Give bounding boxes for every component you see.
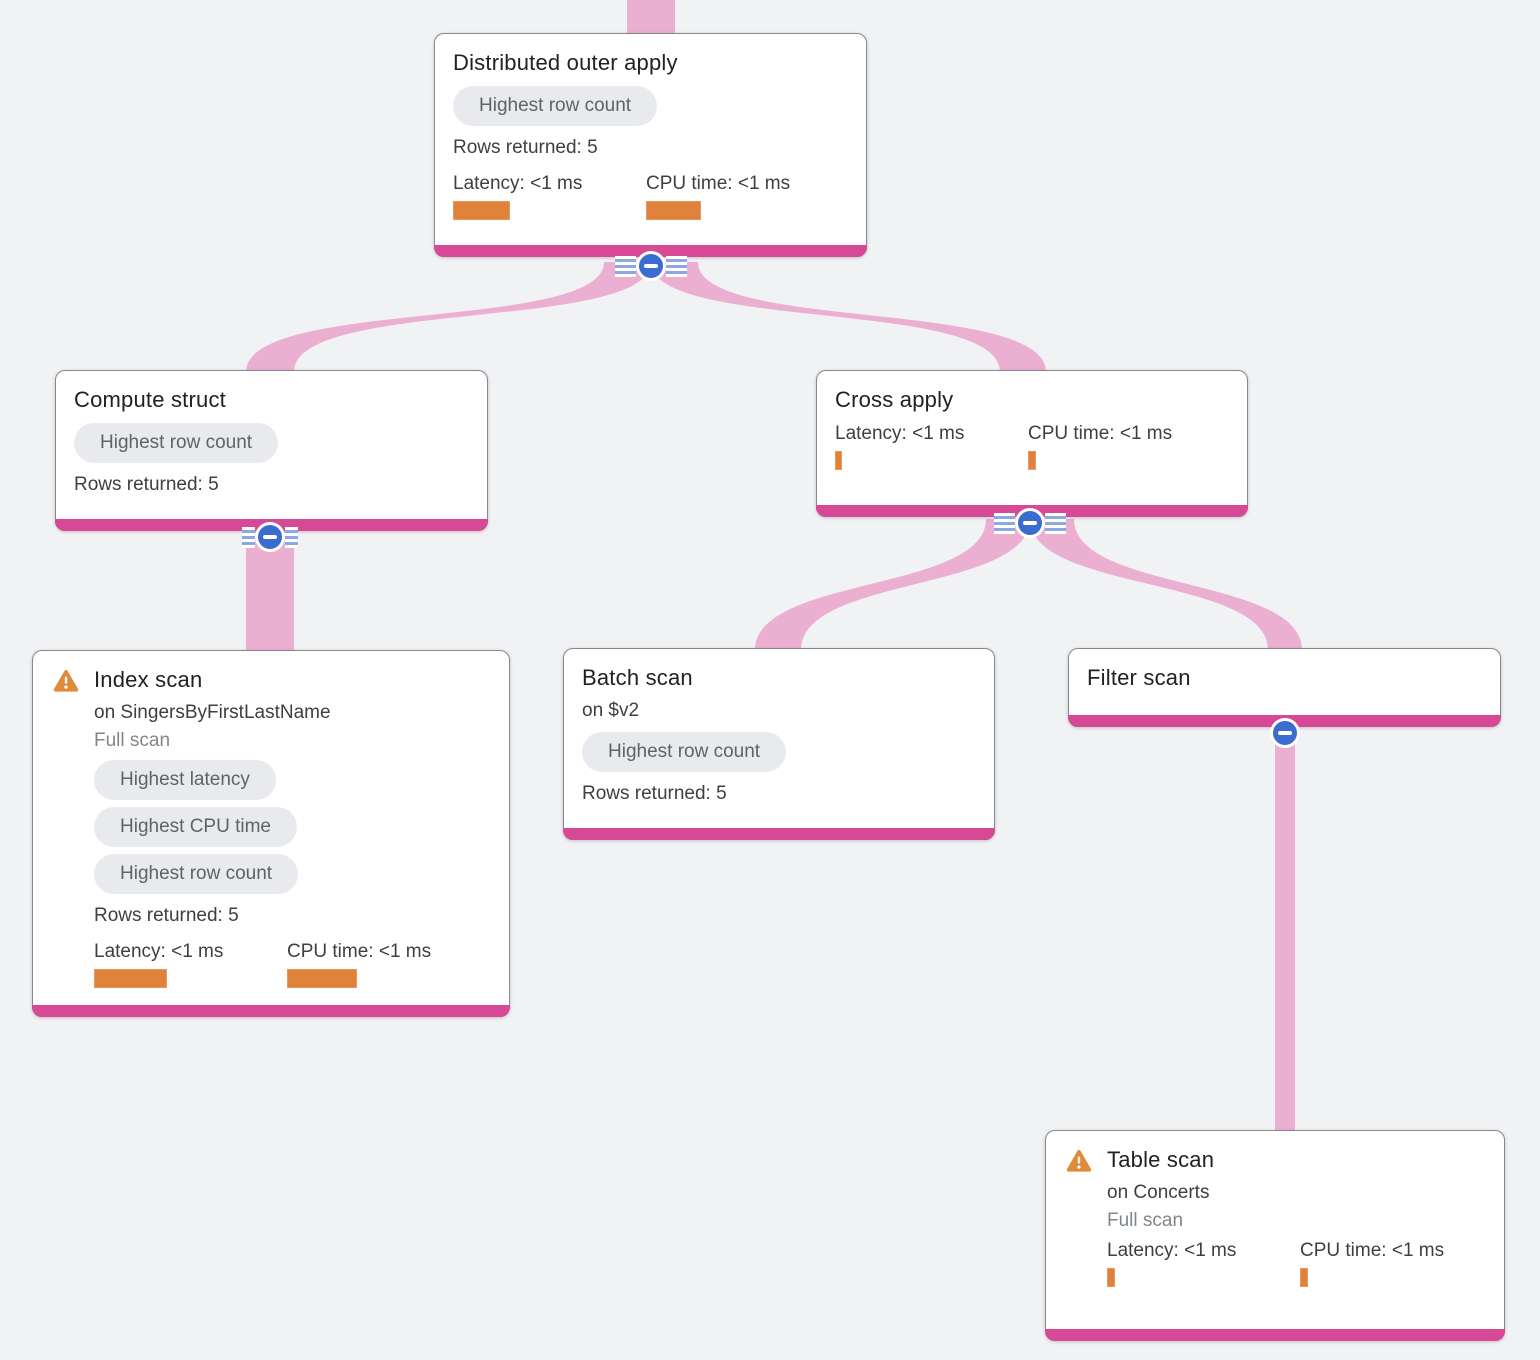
cpu-time-bar — [646, 201, 701, 220]
latency-label: Latency: <1 ms — [453, 173, 583, 194]
rows-returned-text: Rows returned: 5 — [74, 474, 219, 495]
collapse-minus-icon[interactable] — [636, 251, 666, 281]
collapsed-link-stripes — [242, 526, 255, 548]
cpu-time-label: CPU time: <1 ms — [1028, 423, 1173, 444]
node-table-scan[interactable]: Table scan on Concerts Full scan Latency… — [1045, 1130, 1505, 1341]
cpu-time-bar — [1300, 1268, 1308, 1287]
badge-highest-row-count: Highest row count — [94, 854, 299, 894]
node-distributed-outer-apply[interactable]: Distributed outer apply Highest row coun… — [434, 33, 867, 257]
edge-root-to-compute-struct — [246, 262, 651, 372]
node-index-scan[interactable]: Index scan on SingersByFirstLastName Ful… — [32, 650, 510, 1017]
node-accent-bar — [32, 1005, 510, 1017]
node-compute-struct[interactable]: Compute struct Highest row count Rows re… — [55, 370, 488, 531]
collapse-button-cross-apply[interactable] — [994, 508, 1066, 538]
node-title: Filter scan — [1087, 665, 1191, 690]
node-cross-apply[interactable]: Cross apply Latency: <1 ms CPU time: <1 … — [816, 370, 1248, 517]
collapsed-link-stripes — [1045, 512, 1066, 534]
node-title: Distributed outer apply — [453, 50, 678, 75]
warning-icon — [53, 666, 79, 693]
latency-bar — [94, 969, 167, 988]
collapse-button-filter-scan[interactable] — [1270, 718, 1300, 748]
scan-target-text: on $v2 — [582, 700, 640, 721]
collapse-button-distributed-outer-apply[interactable] — [615, 251, 687, 281]
collapsed-link-stripes — [994, 512, 1015, 534]
collapse-minus-icon[interactable] — [255, 522, 285, 552]
node-title: Batch scan — [582, 665, 693, 690]
node-batch-scan[interactable]: Batch scan on $v2 Highest row count Rows… — [563, 648, 995, 840]
scan-target-text: on SingersByFirstLastName — [94, 702, 331, 723]
node-title: Table scan — [1107, 1147, 1215, 1172]
edge-cross-apply-to-filter-scan — [1030, 519, 1302, 650]
node-title: Cross apply — [835, 387, 954, 412]
full-scan-text: Full scan — [94, 730, 171, 751]
cpu-time-bar — [1028, 451, 1036, 470]
cpu-time-label: CPU time: <1 ms — [287, 941, 432, 962]
edge-into-root — [627, 0, 675, 36]
full-scan-text: Full scan — [1107, 1210, 1184, 1231]
rows-returned-text: Rows returned: 5 — [582, 783, 727, 804]
collapsed-link-stripes — [285, 526, 298, 548]
badge-highest-latency: Highest latency — [94, 760, 276, 800]
collapse-minus-icon[interactable] — [1015, 508, 1045, 538]
scan-target-text: on Concerts — [1107, 1182, 1210, 1203]
warning-icon — [1066, 1146, 1092, 1173]
latency-label: Latency: <1 ms — [94, 941, 224, 962]
badge-highest-cpu-time: Highest CPU time — [94, 807, 297, 847]
node-title: Index scan — [94, 667, 203, 692]
collapsed-link-stripes — [666, 255, 687, 277]
badge-highest-row-count: Highest row count — [453, 86, 658, 126]
rows-returned-text: Rows returned: 5 — [453, 137, 598, 158]
rows-returned-text: Rows returned: 5 — [94, 905, 239, 926]
badge-highest-row-count: Highest row count — [582, 732, 787, 772]
latency-bar — [835, 451, 842, 470]
node-accent-bar — [1045, 1329, 1505, 1341]
cpu-time-label: CPU time: <1 ms — [1300, 1240, 1445, 1261]
node-accent-bar — [563, 828, 995, 840]
badge-highest-row-count: Highest row count — [74, 423, 279, 463]
edge-root-to-cross-apply — [651, 262, 1046, 372]
latency-bar — [453, 201, 510, 220]
node-title: Compute struct — [74, 387, 226, 412]
cpu-time-label: CPU time: <1 ms — [646, 173, 791, 194]
edge-filter-scan-to-table-scan — [1275, 720, 1295, 1132]
cpu-time-bar — [287, 969, 357, 988]
collapse-minus-icon[interactable] — [1270, 718, 1300, 748]
collapse-button-compute-struct[interactable] — [242, 522, 298, 552]
latency-label: Latency: <1 ms — [1107, 1240, 1237, 1261]
edge-compute-struct-to-index-scan — [246, 520, 294, 651]
collapsed-link-stripes — [615, 255, 636, 277]
node-filter-scan[interactable]: Filter scan — [1068, 648, 1501, 727]
latency-bar — [1107, 1268, 1115, 1287]
edge-cross-apply-to-batch-scan — [755, 519, 1030, 650]
latency-label: Latency: <1 ms — [835, 423, 965, 444]
